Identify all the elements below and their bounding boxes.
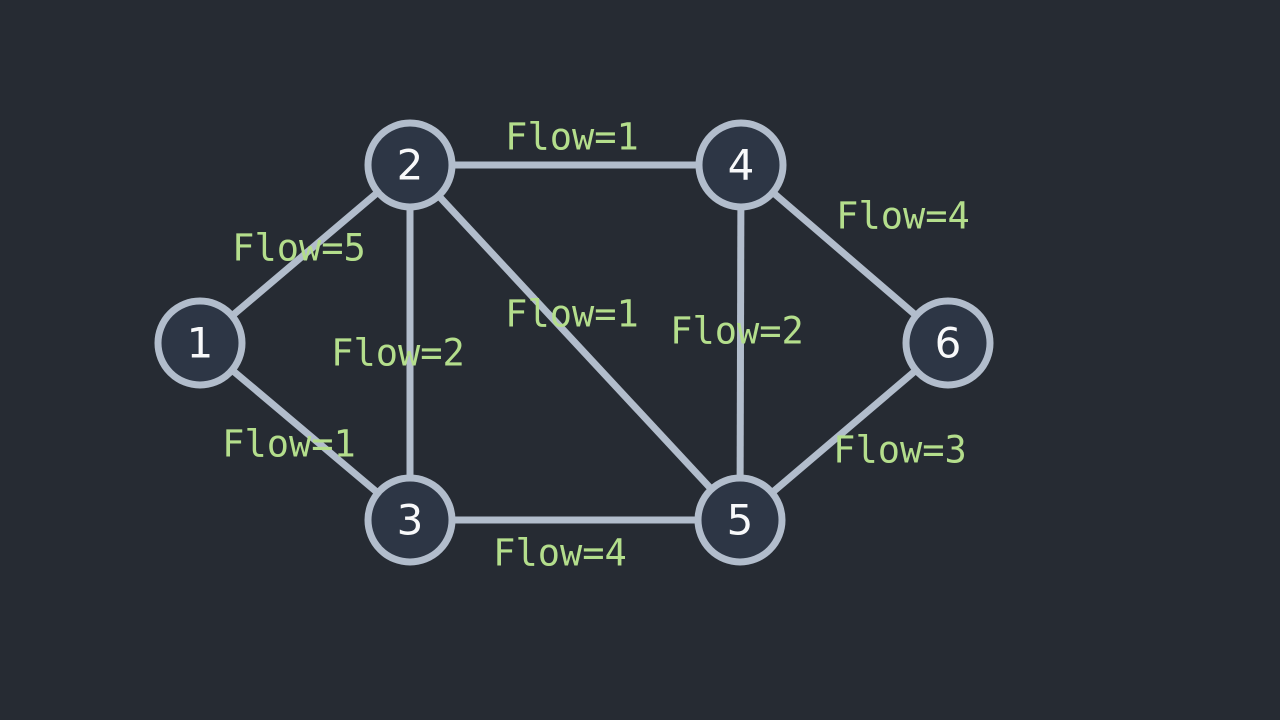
edge-label-2-4: Flow=1 — [505, 116, 639, 159]
edge-label-4-6: Flow=4 — [836, 195, 970, 238]
node-label-1: 1 — [187, 319, 214, 368]
node-label-6: 6 — [935, 319, 962, 368]
edge-label-1-3: Flow=1 — [222, 423, 356, 466]
edge-label-3-5: Flow=4 — [493, 532, 627, 575]
node-3 — [364, 474, 456, 566]
edge-1-2 — [197, 162, 413, 346]
node-2 — [364, 119, 456, 211]
edge-label-1-2: Flow=5 — [232, 227, 366, 270]
node-label-2: 2 — [397, 141, 424, 190]
node-4 — [695, 119, 787, 211]
edge-2-5 — [407, 162, 743, 523]
edge-4-6 — [738, 162, 951, 346]
edge-label-2-3: Flow=2 — [331, 332, 465, 375]
edge-label-4-5: Flow=2 — [670, 310, 804, 353]
node-5 — [694, 474, 786, 566]
edge-4-5 — [736, 164, 745, 521]
node-label-5: 5 — [727, 496, 754, 545]
edge-1-3 — [197, 340, 413, 523]
edge-5-6 — [737, 340, 951, 523]
edge-label-2-5: Flow=1 — [505, 293, 639, 336]
node-6 — [902, 297, 994, 389]
node-label-3: 3 — [397, 496, 424, 545]
node-1 — [154, 297, 246, 389]
node-label-4: 4 — [728, 141, 755, 190]
edge-label-5-6: Flow=3 — [833, 429, 967, 472]
